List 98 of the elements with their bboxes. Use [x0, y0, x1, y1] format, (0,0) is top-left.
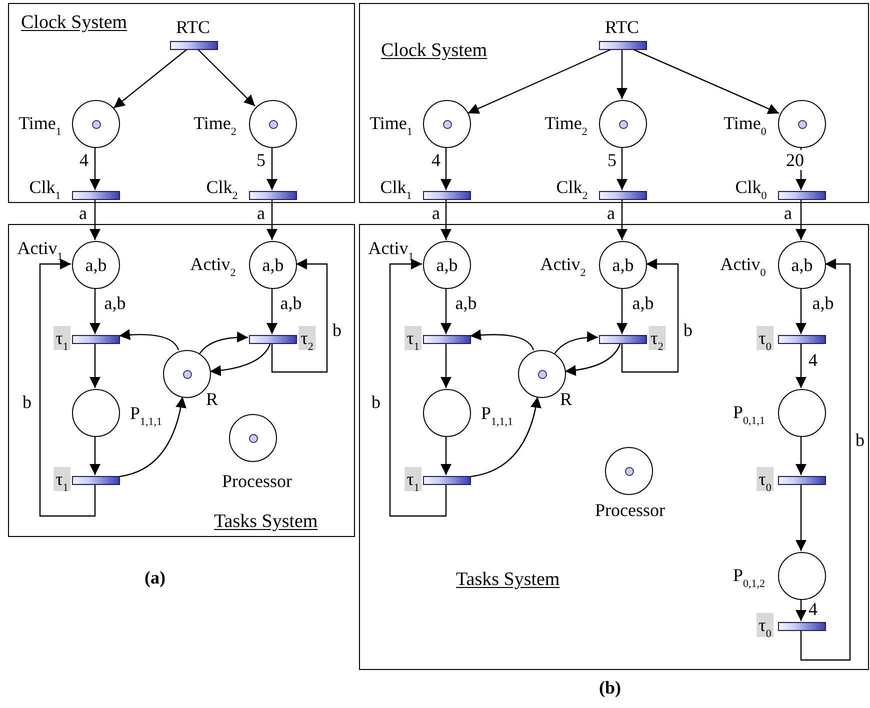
transition-bar	[72, 191, 120, 200]
arc-arrow	[632, 48, 780, 114]
arc-arrow	[796, 436, 806, 475]
place-marking: a,b	[612, 255, 634, 275]
place-label: Time$_{1}$	[18, 113, 62, 133]
arc-arrow	[90, 288, 100, 334]
arc-arrow	[616, 49, 628, 99]
place-label: Time$_{2}$	[194, 113, 236, 133]
place-label: Time$_{1}$	[370, 113, 412, 133]
transition-label: τ$_{2}$	[648, 326, 666, 350]
arc-arrow	[564, 342, 622, 376]
arc-arrow	[266, 199, 278, 240]
transition-bar	[778, 335, 826, 344]
transition-bar	[599, 335, 647, 344]
transition-label: τ$_{1}$	[404, 326, 422, 350]
subfigure-label: (a)	[144, 566, 166, 590]
transition-label: τ$_{0}$	[756, 613, 774, 637]
transition-label: Clk$_{1}$	[29, 177, 61, 197]
arc-arrow	[90, 436, 100, 475]
arc-arrow	[266, 147, 278, 190]
arc-arrow	[616, 147, 628, 190]
place-label: Activ$_{2}$	[540, 254, 586, 274]
system-panel	[359, 3, 869, 203]
arc-arrow	[389, 258, 447, 517]
transition-bar	[778, 622, 826, 631]
place-marking: a,b	[436, 255, 458, 275]
place-marking: a,b	[262, 255, 284, 275]
arc-arrow	[468, 48, 612, 114]
transition-label: τ$_{1}$	[54, 467, 70, 491]
transition-label: Clk$_{0}$	[735, 177, 767, 197]
arc-arrow	[90, 147, 100, 190]
transition-bar	[249, 335, 297, 344]
arc-arrow	[271, 258, 328, 373]
place-marking: a,b	[791, 255, 813, 275]
place-label: Time$_{0}$	[724, 113, 766, 133]
place-label: Activ$_{2}$	[190, 254, 236, 274]
arc-arrow	[800, 258, 851, 661]
place-label: Processor	[595, 500, 665, 520]
arc-arrow	[796, 599, 806, 621]
transition-label: τ$_{0}$	[756, 326, 774, 350]
transition-label: τ$_{1}$	[54, 326, 70, 350]
subfigure-label: (b)	[599, 676, 621, 700]
arc-arrow	[39, 258, 96, 517]
arc-arrow	[440, 436, 452, 475]
panel-heading: Clock System	[21, 12, 128, 34]
arc-arrow	[440, 343, 452, 388]
arc-arrow	[118, 396, 186, 478]
arc-arrow	[616, 199, 628, 240]
transition-bar	[778, 191, 826, 200]
arc-arrow	[796, 199, 806, 240]
arc-arrow	[796, 484, 806, 551]
arc-arrow	[113, 48, 188, 108]
arc-arrow	[470, 330, 534, 350]
arc-arrow	[554, 332, 598, 354]
arc-arrow	[621, 258, 679, 373]
transition-bar	[423, 476, 471, 485]
transition-label: RTC	[176, 17, 210, 37]
transition-label: RTC	[605, 17, 639, 37]
system-panel	[8, 3, 355, 203]
transition-bar	[778, 476, 826, 485]
place-label: Activ$_{0}$	[720, 254, 766, 274]
transition-label: Clk$_{1}$	[380, 177, 412, 197]
arc-arrow	[199, 332, 248, 354]
transition-label: τ$_{0}$	[756, 467, 774, 491]
arc-arrow	[470, 396, 542, 478]
arc-arrow	[197, 48, 256, 107]
panel-heading: Tasks System	[214, 511, 318, 533]
transition-bar	[72, 476, 120, 485]
transition-label: Clk$_{2}$	[556, 177, 588, 197]
transition-bar	[599, 41, 647, 50]
arc-arrow	[440, 199, 452, 240]
transition-bar	[599, 191, 647, 200]
panel-heading: Clock System	[381, 40, 488, 62]
arc-arrow	[796, 343, 806, 388]
transition-bar	[249, 191, 297, 200]
transition-bar	[423, 191, 471, 200]
transition-bar	[423, 335, 471, 344]
place-label: R	[560, 389, 572, 409]
place-label: R	[206, 389, 218, 409]
arc-arrow	[266, 288, 278, 334]
place-label: Time$_{2}$	[544, 113, 588, 133]
transition-label: τ$_{2}$	[298, 326, 316, 350]
arc-arrow	[440, 147, 452, 190]
arc-arrow	[440, 288, 452, 334]
arc-arrow	[90, 199, 100, 240]
transition-label: τ$_{1}$	[404, 467, 422, 491]
arc-weight: 20	[785, 150, 805, 170]
transition-label: Clk$_{2}$	[206, 177, 238, 197]
arc-arrow	[90, 343, 100, 388]
arc-arrow	[796, 288, 806, 334]
transition-bar	[170, 41, 218, 50]
arc-arrow	[616, 288, 628, 334]
arc-arrow	[118, 329, 180, 350]
place-label: Processor	[222, 471, 292, 491]
panel-heading: Tasks System	[456, 569, 560, 591]
place-marking: a,b	[85, 255, 107, 275]
transition-bar	[72, 335, 120, 344]
arc-arrow	[210, 342, 272, 376]
